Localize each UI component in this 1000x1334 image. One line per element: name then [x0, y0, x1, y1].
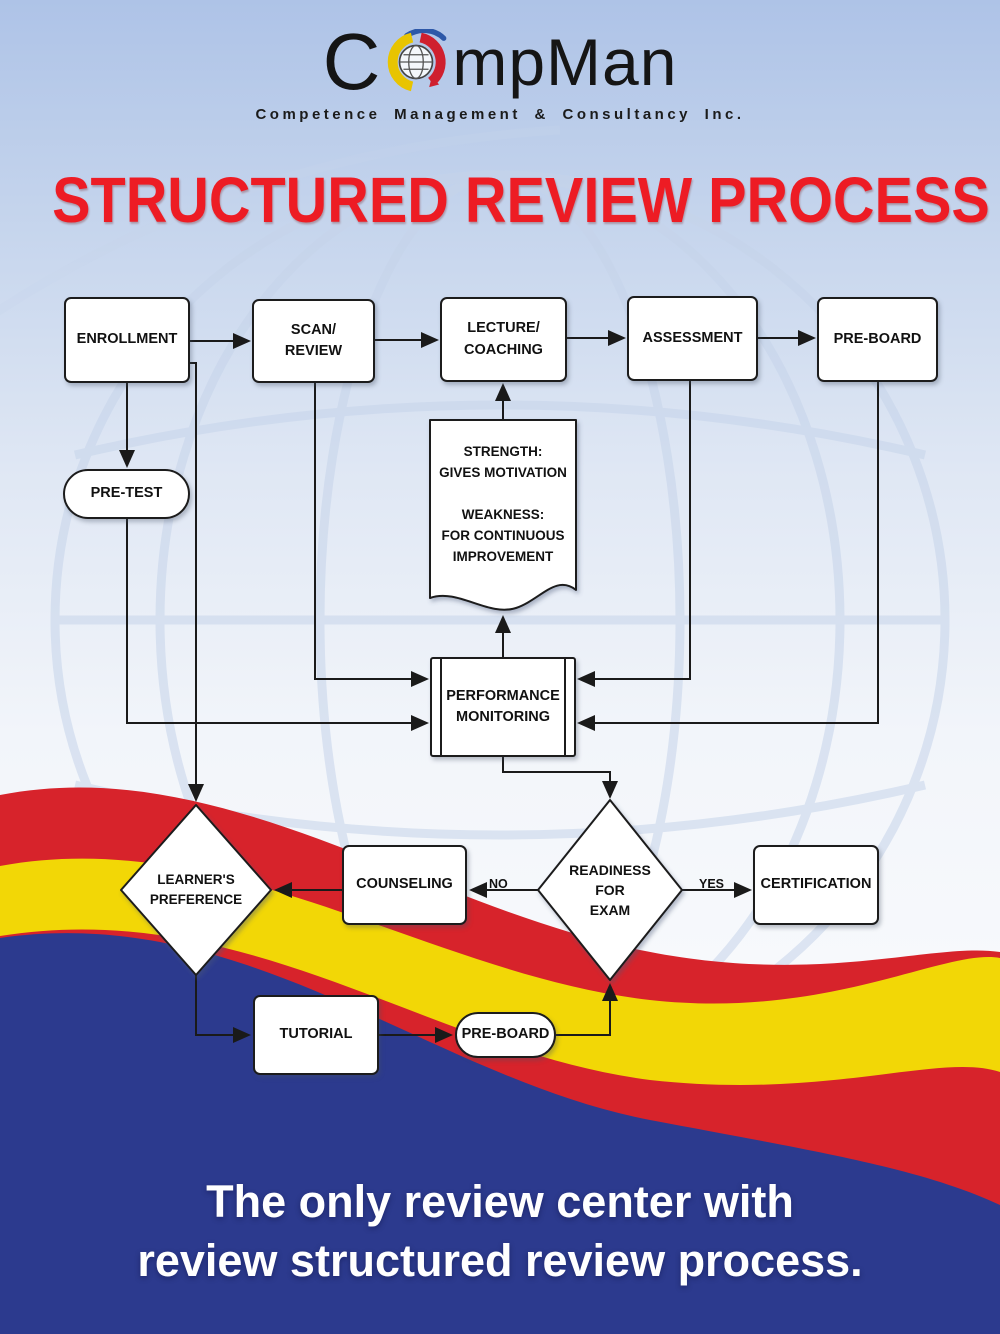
- arrow-learners-preference-to-tutorial: [195, 975, 251, 1043]
- logo-globe: [399, 44, 434, 80]
- tagline: The only review center with review struc…: [0, 1172, 1000, 1291]
- arrow-enrollment-to-learners-preference: [188, 362, 204, 802]
- node-pre-board-top: PRE-BOARD: [817, 297, 938, 382]
- logo-red-arrowhead: [429, 76, 440, 88]
- compman-wordmark: C mpMan: [0, 22, 1000, 102]
- compman-globe-icon: [388, 29, 447, 92]
- logo-red-arc: [419, 32, 446, 86]
- logo-letter-c: C: [322, 17, 381, 106]
- poster-title-wrap: STRUCTURED REVIEW PROCESS: [0, 163, 1000, 237]
- node-certification: CERTIFICATION: [753, 845, 879, 925]
- edge-label-no: NO: [489, 877, 508, 891]
- logo-letters-mpman: mpMan: [452, 25, 678, 99]
- arrow-assessment-to-perfmon: [577, 381, 691, 687]
- node-pre-board-bottom: PRE-BOARD: [455, 1012, 556, 1058]
- document-strength-weakness-text: STRENGTH: GIVES MOTIVATION WEAKNESS: FOR…: [439, 444, 567, 564]
- node-scan-review: SCAN/ REVIEW: [252, 299, 375, 383]
- node-counseling: COUNSELING: [342, 845, 467, 925]
- diamond-learners-preference: [120, 804, 272, 976]
- edge-label-yes: YES: [699, 877, 725, 891]
- logo-yellow-arc: [388, 32, 414, 92]
- arrow-preboard-to-readiness: [556, 983, 618, 1036]
- node-enrollment: ENROLLMENT: [64, 297, 190, 383]
- arrow-scan-to-perfmon: [314, 383, 429, 687]
- tagline-line1: The only review center with: [206, 1176, 794, 1227]
- node-performance-monitoring: PERFORMANCE MONITORING: [430, 657, 576, 757]
- diamond-learners-preference-text: LEARNER'S PREFERENCE: [149, 872, 243, 907]
- node-lecture-coaching: LECTURE/ COACHING: [440, 297, 567, 382]
- node-tutorial: TUTORIAL: [253, 995, 379, 1075]
- document-shape-strength-weakness: [429, 419, 577, 611]
- diamond-readiness-text: READINESS FOR EXAM: [569, 861, 651, 919]
- tagline-line2: review structured review process.: [137, 1235, 863, 1287]
- poster-title: STRUCTURED REVIEW PROCESS: [52, 164, 990, 236]
- logo-subtitle: Competence Management & Consultancy Inc.: [255, 106, 745, 123]
- arrow-preboard-to-perfmon: [577, 382, 879, 731]
- node-assessment: ASSESSMENT: [627, 296, 758, 381]
- node-pre-test: PRE-TEST: [63, 469, 190, 519]
- arrow-pretest-to-perfmon: [126, 519, 429, 731]
- compman-logo: C mpMan Competence Management & Consulta…: [0, 22, 1000, 124]
- diamond-readiness-for-exam: [537, 799, 683, 981]
- arrow-perfmon-to-readiness: [502, 757, 618, 799]
